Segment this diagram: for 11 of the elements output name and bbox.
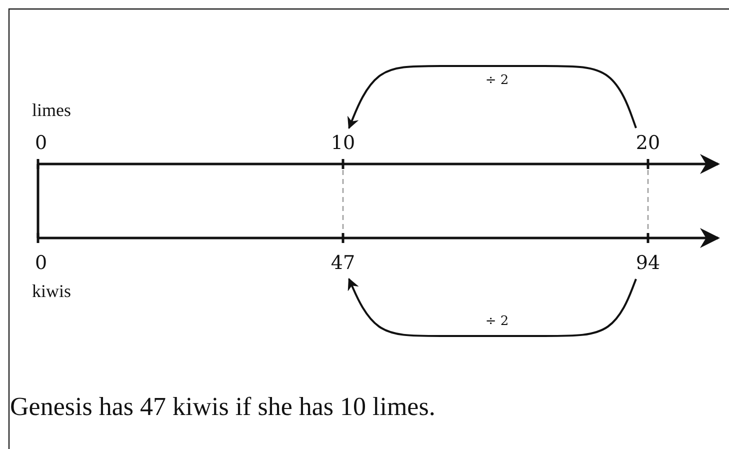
tick-label: 0 bbox=[34, 254, 48, 273]
tick-label: 0 bbox=[34, 134, 48, 153]
curved-arrow bbox=[347, 65, 637, 130]
tick-label: 10 bbox=[330, 134, 356, 153]
tick-label: 20 bbox=[636, 134, 660, 153]
caption: Genesis has 47 kiwis if she has 10 limes. bbox=[10, 394, 436, 420]
line-name: limes bbox=[32, 101, 71, 119]
line-name: kiwis bbox=[32, 282, 72, 300]
tick-label: 47 bbox=[330, 254, 356, 273]
curved-arrow bbox=[348, 278, 637, 337]
tick-label: 94 bbox=[636, 254, 660, 273]
